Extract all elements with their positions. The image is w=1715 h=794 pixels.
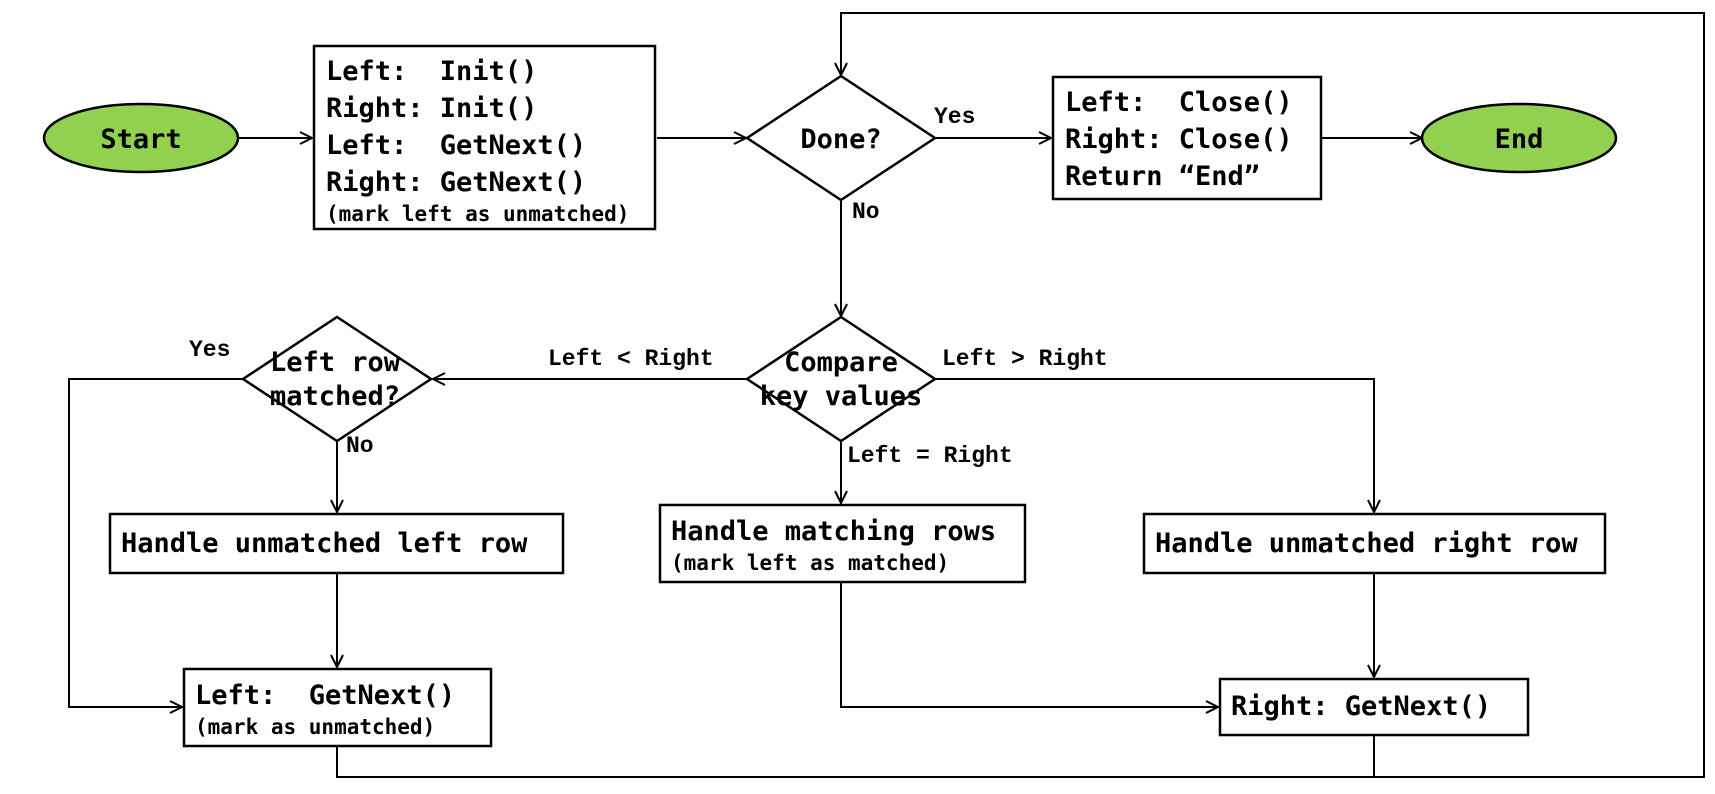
end-label: End bbox=[1495, 124, 1544, 155]
matched-text-line-1: Left row bbox=[270, 347, 401, 378]
matched-text-line-2: matched? bbox=[270, 381, 400, 412]
init-line-3: Left: GetNext() bbox=[326, 130, 586, 161]
left-getnext-box bbox=[182, 667, 493, 748]
close-line-2: Right: Close() bbox=[1065, 124, 1293, 155]
compare-decision bbox=[744, 315, 938, 443]
left-equal-label: Left = Right bbox=[847, 443, 1013, 469]
compare-to-unmatched-right-arrow bbox=[935, 378, 1374, 512]
done-text: Done? bbox=[800, 124, 881, 155]
init-box bbox=[312, 44, 657, 231]
close-line-1: Left: Close() bbox=[1065, 87, 1293, 118]
right-getnext-text: Right: GetNext() bbox=[1231, 691, 1491, 722]
done-decision bbox=[744, 74, 938, 202]
matching-box bbox=[658, 503, 1027, 584]
close-box bbox=[1051, 75, 1323, 201]
left-less-label: Left < Right bbox=[548, 346, 714, 372]
loop-back-to-done-arrow bbox=[336, 12, 1705, 778]
matched-yes-label: Yes bbox=[189, 337, 230, 363]
left-getnext-note: (mark as unmatched) bbox=[195, 715, 435, 739]
unmatched-right-text: Handle unmatched right row bbox=[1155, 528, 1578, 559]
left-getnext-text: Left: GetNext() bbox=[195, 680, 455, 711]
unmatched-left-text: Handle unmatched left row bbox=[121, 528, 528, 559]
init-note: (mark left as unmatched) bbox=[326, 202, 629, 226]
done-no-label: No bbox=[852, 199, 880, 225]
left-matched-decision bbox=[240, 315, 434, 443]
matched-no-label: No bbox=[346, 433, 374, 459]
right-getnext-box bbox=[1218, 677, 1530, 737]
matching-to-right-getnext-arrow bbox=[840, 582, 1218, 707]
unmatched-left-box bbox=[108, 512, 565, 575]
start-terminal bbox=[42, 102, 240, 174]
close-line-3: Return “End” bbox=[1065, 161, 1260, 192]
end-terminal bbox=[1420, 102, 1618, 174]
matching-note: (mark left as matched) bbox=[671, 551, 949, 575]
compare-text-line-1: Compare bbox=[784, 347, 898, 378]
start-label: Start bbox=[100, 124, 181, 155]
done-yes-label: Yes bbox=[934, 104, 975, 130]
left-greater-label: Left > Right bbox=[942, 346, 1108, 372]
matching-text: Handle matching rows bbox=[671, 516, 996, 547]
matched-yes-to-left-getnext-arrow bbox=[68, 378, 243, 707]
init-line-1: Left: Init() bbox=[326, 56, 537, 87]
init-line-2: Right: Init() bbox=[326, 93, 537, 124]
init-line-4: Right: GetNext() bbox=[326, 167, 586, 198]
connectors bbox=[68, 12, 1705, 778]
compare-text-line-2: key values bbox=[760, 381, 923, 412]
unmatched-right-box bbox=[1142, 512, 1607, 575]
